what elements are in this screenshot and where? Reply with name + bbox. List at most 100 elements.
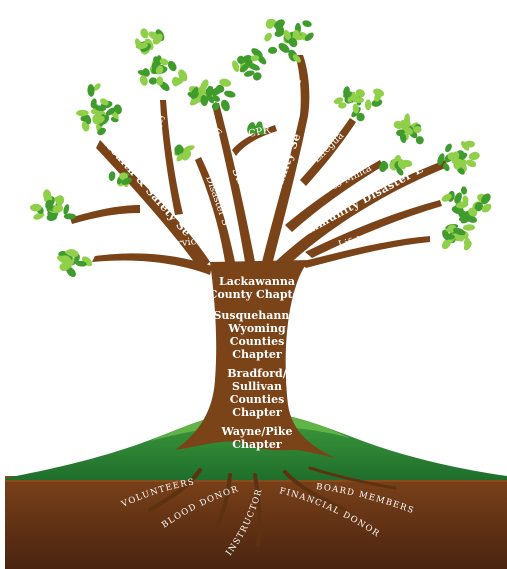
leaf: [480, 193, 491, 205]
leaf: [68, 249, 79, 258]
leaf: [248, 63, 260, 71]
leaf: [343, 91, 352, 99]
leaf: [396, 167, 404, 176]
leaf: [253, 72, 262, 81]
leaf: [481, 203, 492, 213]
leaf: [33, 212, 45, 220]
roots: [148, 466, 397, 547]
leaf: [347, 91, 356, 103]
branch-seniors: [160, 100, 183, 215]
branch-aed-cpr: [232, 125, 277, 156]
leaf: [365, 99, 372, 111]
branch-cde: [275, 160, 448, 268]
leaf: [142, 68, 150, 77]
leaf: [224, 90, 236, 98]
leaf: [105, 107, 116, 116]
hill-highlight: [150, 413, 350, 441]
branch-pet: [305, 200, 442, 258]
leaf: [156, 76, 164, 86]
leaf: [441, 193, 452, 202]
leaf: [93, 115, 105, 125]
leaf: [265, 18, 275, 29]
leaf: [54, 196, 63, 203]
leaf: [304, 32, 314, 41]
leaf: [121, 177, 132, 185]
branch-label-cpr: CPR: [247, 125, 271, 140]
branch-first-aid: [70, 205, 140, 224]
leaf: [474, 202, 483, 212]
trunk: [175, 260, 335, 458]
leaf: [66, 267, 76, 278]
leaf: [354, 97, 365, 104]
leaf: [100, 98, 109, 106]
branch-left-main: [92, 253, 212, 275]
leaf: [171, 76, 180, 87]
leaf: [288, 37, 298, 48]
leaf: [153, 56, 161, 65]
leaf: [454, 192, 462, 204]
leaf: [460, 186, 468, 195]
leaf: [148, 31, 159, 40]
leaf: [178, 69, 188, 82]
leaf: [174, 144, 183, 156]
leaf: [393, 120, 404, 129]
leaf: [232, 60, 240, 72]
leaf: [219, 78, 232, 87]
leaf: [466, 159, 477, 168]
leaf: [275, 23, 285, 36]
leaf: [397, 160, 407, 170]
leaf: [90, 98, 97, 109]
leaf: [63, 213, 76, 220]
leaf: [155, 65, 164, 75]
leaf: [249, 125, 260, 134]
leaf: [413, 126, 422, 134]
leaf: [378, 163, 387, 173]
leaf: [283, 29, 292, 41]
leaf: [108, 171, 116, 181]
leaf: [399, 132, 407, 144]
leaf: [333, 97, 344, 105]
leaf: [167, 60, 177, 72]
leaf: [80, 114, 91, 122]
leaf: [415, 136, 424, 145]
leaf: [302, 20, 312, 28]
leaf: [221, 99, 230, 112]
leaf: [371, 99, 383, 107]
branch-label-military: Service to Military: [0, 0, 374, 211]
leaf: [200, 95, 209, 106]
leaf: [176, 153, 185, 162]
leaf: [447, 152, 456, 161]
leaf: [244, 70, 255, 77]
leaf: [456, 201, 469, 209]
leaf: [278, 42, 290, 53]
leaf: [292, 29, 300, 40]
branch-military: [285, 160, 383, 232]
leaf: [119, 172, 128, 181]
leaf: [244, 57, 253, 66]
leaf: [462, 224, 476, 231]
leaf: [457, 167, 465, 175]
branch-disaster: [195, 157, 235, 262]
branch-save: [212, 103, 255, 262]
leaf: [52, 204, 64, 214]
leaf: [45, 199, 54, 209]
branch-labels: Health & Safety Services First Aid Safet…: [0, 0, 425, 256]
leaf: [452, 233, 464, 242]
leaf: [453, 227, 466, 236]
leaf: [211, 102, 220, 111]
leaves: [30, 18, 492, 278]
leaf: [444, 233, 455, 240]
branch-lifeline: [300, 236, 430, 268]
leaf: [352, 103, 359, 114]
leaf: [338, 102, 347, 109]
leaf: [75, 260, 87, 267]
leaf: [373, 88, 385, 97]
soil: [5, 478, 507, 569]
leaf: [437, 153, 445, 166]
leaf: [189, 96, 201, 106]
leaf: [292, 54, 301, 63]
branch-lifeguard: [300, 118, 356, 186]
leaf: [140, 28, 149, 39]
